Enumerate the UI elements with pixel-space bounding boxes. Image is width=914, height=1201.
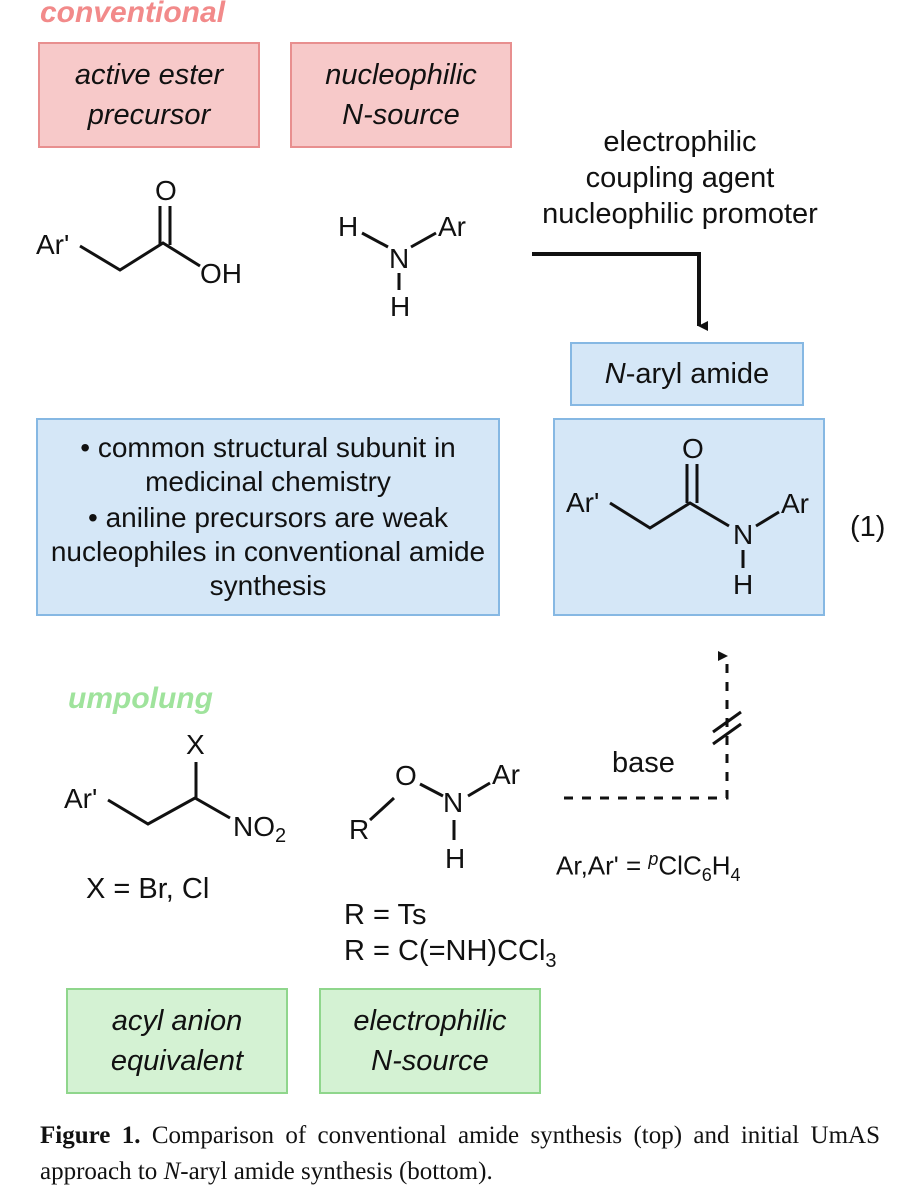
caption-label: Figure 1. [40, 1122, 141, 1149]
carboxylic-acid-structure: Ar' O OH [36, 175, 242, 289]
acid-bonds [79, 206, 201, 272]
active-ester-precursor-box: active ester precursor [38, 42, 260, 148]
info-bullets: • common structural subunit in medicinal… [48, 431, 488, 603]
n-aryl-amide-label-box: N-aryl amide [570, 342, 804, 406]
hydroxylamine-h: H [445, 843, 465, 874]
base-label: base [612, 747, 675, 779]
umpolung-dashed-arrow [564, 651, 729, 800]
n-aryl-amide-label: N-aryl amide [604, 357, 770, 390]
hydroxylamine-r: R [349, 814, 369, 845]
product-bonds [609, 464, 780, 568]
acid-oxygen: O [155, 175, 177, 206]
acid-ar-prime: Ar' [36, 229, 69, 260]
hydroxylamine-bonds [368, 781, 491, 840]
info-bullet-1: • common structural subunit in medicinal… [80, 432, 456, 497]
active-ester-precursor-text: active ester precursor [74, 59, 224, 131]
product-oxygen: O [682, 433, 704, 464]
nucleophilic-n-source-text: nucleophilic N-source [325, 59, 477, 131]
nitroalkane-structure: Ar' X NO2 [64, 729, 286, 847]
electrophilic-n-source-box: electrophilic N-source [319, 988, 541, 1094]
nitro-bonds [107, 762, 231, 826]
nitro-no2: NO2 [233, 811, 286, 847]
product-structure-box [553, 418, 825, 616]
r-definition-2: R = C(=NH)CCl3 [344, 935, 557, 972]
acyl-anion-equivalent-text: acyl anion equivalent [110, 1005, 244, 1077]
amine-bonds [361, 231, 437, 290]
acyl-anion-equivalent-box: acyl anion equivalent [66, 988, 288, 1094]
conventional-heading: conventional [40, 0, 226, 29]
info-bullet-2: • aniline precursors are weak nucleophil… [50, 502, 486, 601]
blocked-arrow-marks [712, 710, 742, 746]
r-definition-1: R = Ts [344, 899, 427, 931]
electrophilic-n-source-text: electrophilic N-source [353, 1005, 507, 1077]
nitro-x: X [186, 729, 205, 760]
product-n: N [733, 519, 753, 550]
nitro-ar-prime: Ar' [64, 783, 97, 814]
conventional-arrow [532, 252, 708, 331]
product-ar: Ar [781, 488, 809, 519]
amine-structure: H Ar N H [338, 211, 466, 322]
amine-ar: Ar [438, 211, 466, 242]
equation-number: (1) [850, 511, 886, 543]
amine-n: N [389, 243, 409, 274]
hydroxylamine-n: N [443, 787, 463, 818]
ar-definition: Ar,Ar' = pClC6H4 [556, 849, 741, 885]
product-amide-structure: Ar' O Ar N H [566, 433, 809, 600]
reagents-text: electrophilic coupling agent nucleophili… [542, 126, 818, 230]
hydroxylamine-o: O [395, 760, 417, 791]
acid-hydroxyl: OH [200, 258, 242, 289]
x-definition: X = Br, Cl [86, 873, 210, 905]
info-box: • common structural subunit in medicinal… [36, 418, 500, 616]
product-ar-prime: Ar' [566, 487, 599, 518]
hydroxylamine-ar: Ar [492, 759, 520, 790]
hydroxylamine-structure: R O N Ar H [349, 759, 520, 874]
product-h: H [733, 569, 753, 600]
amine-h-left: H [338, 211, 358, 242]
amine-h-bottom: H [390, 291, 410, 322]
nucleophilic-n-source-box: nucleophilic N-source [290, 42, 512, 148]
umpolung-heading: umpolung [68, 682, 213, 715]
figure-caption: Figure 1. Comparison of conventional ami… [40, 1122, 880, 1185]
